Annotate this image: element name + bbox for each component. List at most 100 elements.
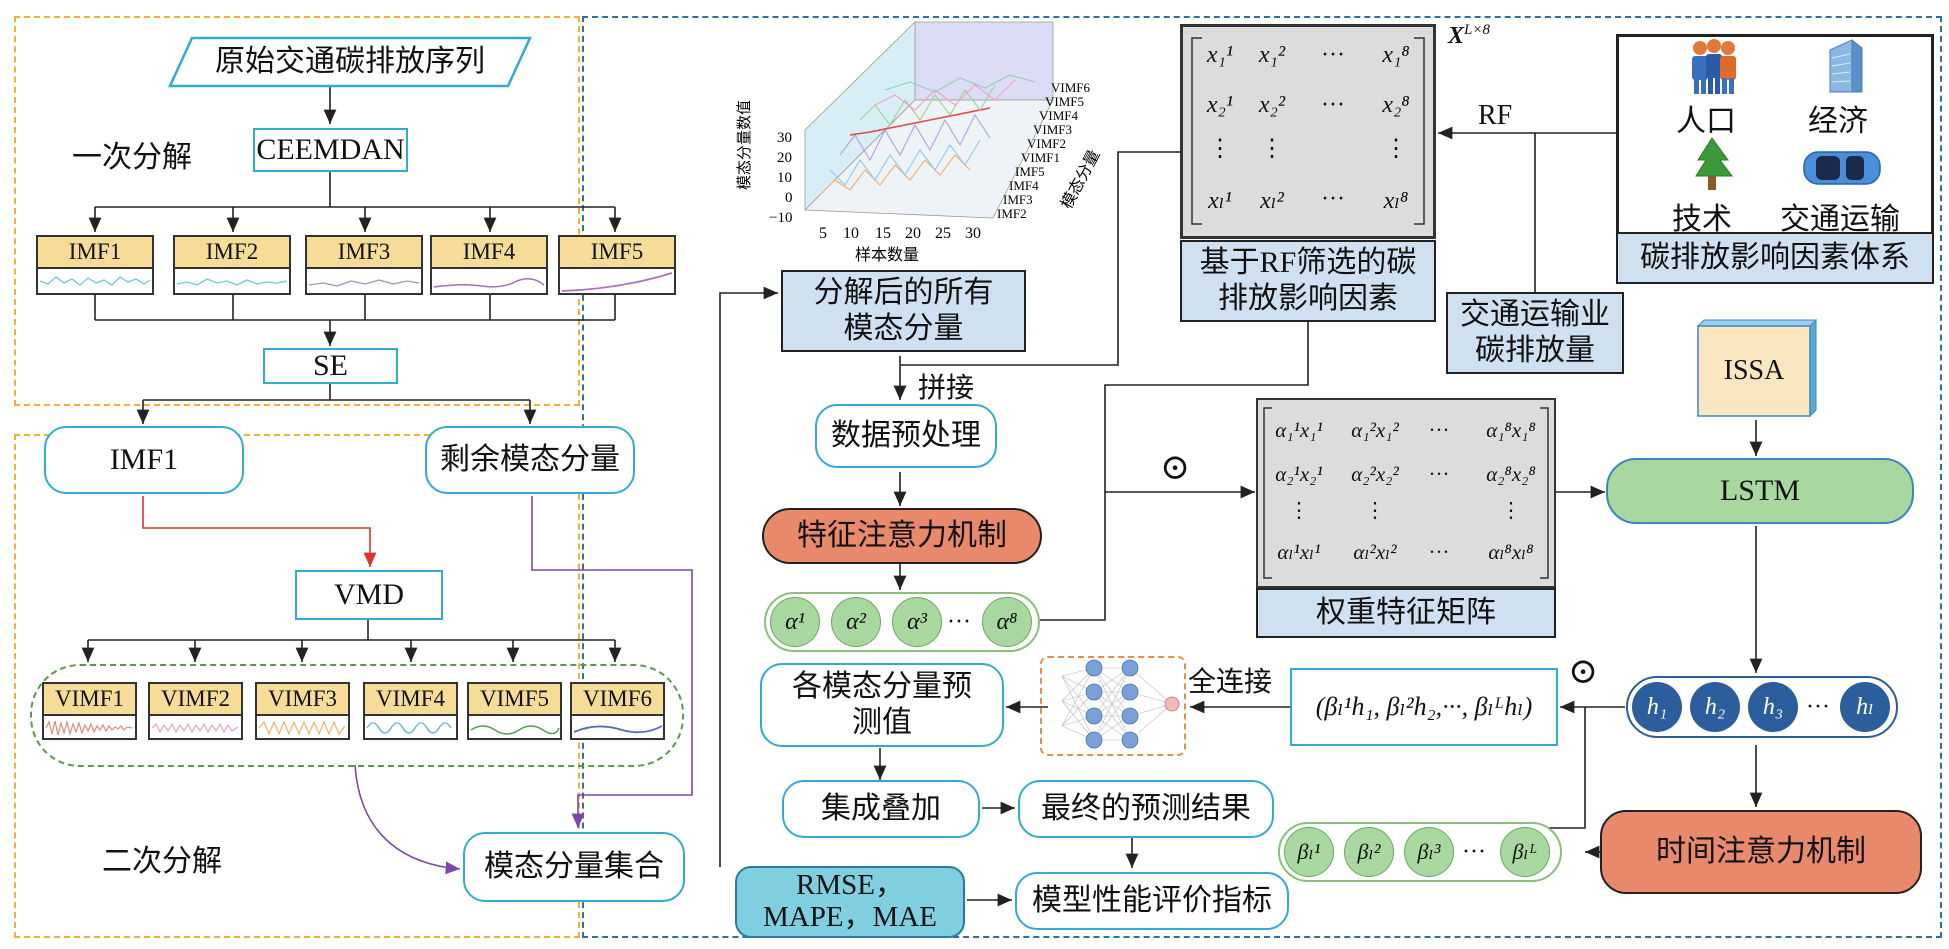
matrix-x-name: X (1448, 23, 1465, 49)
feature-attention-box: 特征注意力机制 (762, 508, 1042, 564)
temporal-attention-box: 时间注意力机制 (1600, 810, 1922, 894)
mode-components-3d-chart: 模态分量数值 30 20 10 0 −10 5 10 15 20 25 30 样… (736, 21, 1104, 264)
final-result-box: 最终的预测结果 (1018, 780, 1274, 838)
matrix-x-symbol: XL×8 (1448, 22, 1490, 50)
chart-x-tick: 5 (819, 225, 827, 242)
chart-z-axis-label: 模态分量数值 (736, 100, 753, 190)
hidden-state: h₃ (1748, 682, 1798, 732)
alpha-weight: α⁸ (982, 597, 1032, 647)
residual-modes-box: 剩余模态分量 (425, 426, 635, 494)
beta-vector-box: (βₗ¹h₁, βₗ²h₂,···, βₗᴸhₗ) (1290, 668, 1558, 746)
rf-label: RF (1478, 100, 1513, 131)
ceemdan-box: CEEMDAN (253, 128, 408, 172)
weighted-cell: ··· (1428, 462, 1450, 486)
chart-y-tick: IMF3 (1003, 192, 1033, 207)
matrix-cell: x₂⁸ (1382, 92, 1410, 118)
eval-metrics-box: 模型性能评价指标 (1015, 872, 1289, 930)
factor-label: 经济 (1808, 105, 1868, 138)
chart-series-lines (819, 74, 1036, 196)
vimf-card-label: VIMF3 (257, 684, 348, 716)
imf-card-label: IMF2 (175, 237, 289, 269)
chart-y-tick: IMF2 (997, 206, 1027, 221)
chart-y-tick: IMF5 (1015, 164, 1045, 179)
matrix-cell: x₂¹ (1206, 92, 1234, 118)
chart-z-tick: 30 (777, 130, 792, 146)
alpha-weight: α² (831, 597, 881, 647)
ensemble-box: 集成叠加 (782, 780, 980, 838)
weighted-cell: ⋮ (1500, 498, 1522, 522)
vimf-card-label: VIMF4 (365, 684, 456, 716)
lstm-box: LSTM (1606, 458, 1914, 524)
se-box: SE (263, 348, 398, 384)
matrix-cell: x₁¹ (1206, 42, 1234, 68)
hidden-state: h₂ (1690, 682, 1740, 732)
weighted-matrix-caption: 权重特征矩阵 (1256, 588, 1556, 638)
factor-label: 交通运输 (1780, 203, 1900, 236)
vimf-card: VIMF6 (570, 682, 665, 740)
chart-x-tick: 20 (905, 225, 921, 242)
chart-y-tick: VIMF1 (1021, 150, 1060, 165)
weighted-cell: αₗ⁸xₗ⁸ (1488, 540, 1534, 564)
metrics-box: RMSE，MAPE，MAE (735, 866, 965, 938)
beta-weight: βₗ³ (1404, 827, 1454, 877)
chart-y-tick: VIMF3 (1033, 122, 1072, 137)
beta-weight: βₗᴸ (1500, 827, 1550, 877)
weighted-cell: α₁¹x₁¹ (1275, 418, 1323, 442)
weighted-cell: ⋮ (1364, 498, 1386, 522)
chart-z-tick: 10 (777, 170, 792, 186)
chart-back-wall (804, 21, 1054, 219)
chart-y-tick: VIMF4 (1039, 108, 1079, 123)
beta-ellipsis: ··· (1462, 838, 1486, 865)
matrix-cell: ··· (1321, 42, 1345, 68)
fc-network (1040, 656, 1186, 756)
hidden-state: h₁ (1632, 682, 1682, 732)
chart-z-tick: 0 (785, 190, 793, 206)
weighted-cell: α₁²x₁² (1351, 418, 1399, 442)
weighted-cell: ··· (1428, 418, 1450, 442)
chart-y-tick: VIMF6 (1051, 80, 1091, 95)
mode-predictions-box: 各模态分量预测值 (760, 663, 1004, 747)
vimf-card-label: VIMF6 (572, 684, 663, 716)
factor-label: 人口 (1676, 105, 1736, 138)
tree-icon (1695, 137, 1733, 190)
weighted-cell: α₂¹x₂¹ (1275, 462, 1323, 486)
weighted-matrix (1256, 398, 1556, 588)
chart-x-tick: 30 (965, 225, 981, 242)
imf-card-label: IMF5 (560, 237, 674, 269)
matrix-cell: xₗ¹ (1208, 188, 1232, 214)
imf-card: IMF2 (173, 235, 291, 295)
vimf-card: VIMF2 (148, 682, 243, 740)
fc-network-graphic (1061, 659, 1180, 749)
beta-weight: βₗ² (1344, 827, 1394, 877)
vimf-card-label: VIMF1 (44, 684, 135, 716)
weighted-cell: αₗ²xₗ² (1353, 540, 1397, 564)
weighted-cell: α₂²x₂² (1351, 462, 1399, 486)
concat-label: 拼接 (918, 373, 975, 404)
weighted-cell: α₁⁸x₁⁸ (1486, 418, 1536, 442)
hidden-ellipsis: ··· (1806, 693, 1830, 720)
issa-block (1696, 319, 1818, 418)
beta-weight: βₗ¹ (1284, 827, 1334, 877)
all-modes-box: 分解后的所有模态分量 (781, 270, 1026, 352)
preprocess-box: 数据预处理 (815, 404, 997, 468)
alpha-ellipsis: ··· (947, 608, 971, 635)
weighted-cell: ··· (1428, 540, 1450, 564)
vmd-box: VMD (295, 570, 443, 620)
vimf-group (30, 664, 684, 767)
rf-factors-caption: 基于RF筛选的碳排放影响因素 (1180, 240, 1436, 322)
matrix-cell: ⋮ (1260, 136, 1284, 162)
fc-label: 全连接 (1188, 667, 1273, 698)
chart-y-tick: VIMF5 (1045, 94, 1084, 109)
matrix-cell: ··· (1321, 186, 1345, 212)
imf-card-label: IMF4 (432, 237, 546, 269)
imf-card: IMF3 (305, 235, 423, 295)
primary-decomposition-label: 一次分解 (72, 141, 192, 174)
matrix-cell: xₗ² (1260, 188, 1284, 214)
matrix-cell: x₂² (1258, 92, 1286, 118)
matrix-brackets (1191, 37, 1425, 225)
feature-matrix (1180, 24, 1436, 239)
matrix-cell: x₁⁸ (1382, 42, 1410, 68)
chart-y-axis-label: 模态分量 (1058, 147, 1104, 212)
matrix-cell: ⋮ (1384, 136, 1408, 162)
